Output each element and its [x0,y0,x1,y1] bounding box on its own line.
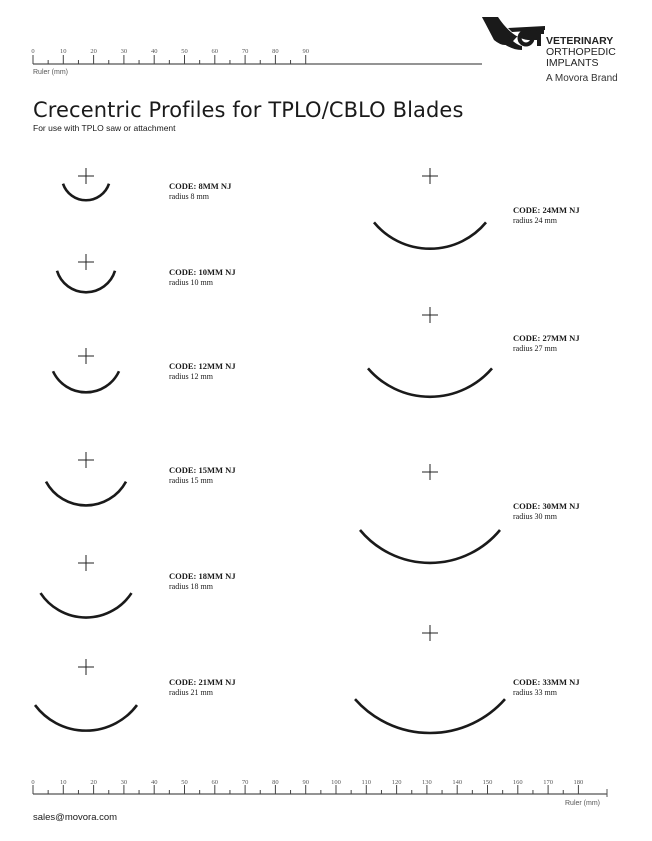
ruler-tick-label: 70 [242,48,249,55]
ruler-tick-label: 50 [181,48,188,55]
blade-arc [358,529,502,565]
profile-8mm [61,168,111,202]
ruler-tick-label: 40 [151,779,158,786]
ruler-tick-label: 180 [574,779,584,786]
ruler-tick-label: 90 [302,48,309,55]
blade-arc [61,183,111,202]
ruler-bottom-caption: Ruler (mm) [565,800,600,807]
contact-email[interactable]: sales@movora.com [33,812,118,823]
blade-arc [372,221,488,251]
ruler-tick-label: 140 [452,779,462,786]
ruler-tick-label: 80 [272,48,279,55]
ruler-tick-label: 0 [31,779,34,786]
ruler-tick-label: 100 [331,779,341,786]
ruler-tick-label: 20 [90,48,97,55]
profile-radius: radius 33 mm [513,688,557,697]
blade-arc [44,480,128,507]
profile-radius: radius 27 mm [513,344,557,353]
profile-15mm [44,452,128,507]
ruler-tick-label: 110 [362,779,372,786]
profile-radius: radius 18 mm [169,582,213,591]
page-title: Crecentric Profiles for TPLO/CBLO Blades [33,98,464,122]
blade-arc [33,704,139,732]
profile-code: CODE: 10MM NJ [169,267,236,277]
profile-radius: radius 10 mm [169,278,213,287]
ruler-tick-label: 10 [60,48,67,55]
ruler-tick-label: 50 [181,779,188,786]
ruler-top-caption: Ruler (mm) [33,69,68,76]
ruler-top: 0 10 20 30 40 50 60 70 80 90 [31,48,482,65]
ruler-tick-label: 10 [60,779,67,786]
blade-arc [39,592,133,619]
blade-arc [367,367,493,399]
ruler-tick-label: 30 [121,779,128,786]
blade-arc [51,370,121,394]
profile-21mm [33,659,139,732]
ruler-tick-label: 170 [543,779,553,786]
profile-27mm [367,307,493,399]
profile-code: CODE: 21MM NJ [169,677,236,687]
blade-arc [55,270,117,294]
blade-arc [354,698,506,735]
ruler-tick-label: 150 [483,779,493,786]
ruler-tick-label: 160 [513,779,523,786]
profile-radius: radius 8 mm [169,192,209,201]
brand-block: VETERINARY ORTHOPEDIC IMPLANTS A Movora … [546,35,618,85]
profile-12mm [51,348,121,394]
profile-code: CODE: 18MM NJ [169,571,236,581]
ruler-bottom: 0 10 20 30 40 50 60 70 80 90 100 110 120 130 140 150 160… [31,779,608,797]
profile-code: CODE: 33MM NJ [513,677,580,687]
ruler-tick-label: 30 [121,48,128,55]
profile-radius: radius 15 mm [169,476,213,485]
ruler-tick-label: 60 [212,779,219,786]
ruler-tick-label: 40 [151,48,158,55]
ruler-tick-label: 80 [272,779,279,786]
profile-code: CODE: 15MM NJ [169,465,236,475]
profile-18mm [39,555,133,619]
profile-code: CODE: 30MM NJ [513,501,580,511]
profile-radius: radius 24 mm [513,216,557,225]
ruler-tick-label: 130 [422,779,432,786]
ruler-tick-label: 60 [212,48,219,55]
ruler-tick-label: 120 [392,779,402,786]
ruler-tick-label: 70 [242,779,249,786]
profile-code: CODE: 24MM NJ [513,205,580,215]
ruler-tick-label: 20 [90,779,97,786]
profile-radius: radius 12 mm [169,372,213,381]
page-subtitle: For use with TPLO saw or attachment [33,123,176,133]
profile-code: CODE: 12MM NJ [169,361,236,371]
brand-tagline: A Movora Brand [546,73,618,84]
profile-10mm [55,254,117,294]
profile-code: CODE: 27MM NJ [513,333,580,343]
profile-24mm [372,168,488,251]
profile-code: CODE: 8MM NJ [169,181,232,191]
profile-radius: radius 30 mm [513,512,557,521]
profile-33mm [354,625,506,735]
profile-30mm [358,464,502,565]
brand-line-3: IMPLANTS [546,57,599,69]
ruler-tick-label: 0 [31,48,34,55]
brand-line-2: ORTHOPEDIC [546,46,616,58]
voi-logo-icon [482,17,545,50]
brand-line-1: VETERINARY [546,35,614,47]
ruler-tick-label: 90 [302,779,309,786]
profile-radius: radius 21 mm [169,688,213,697]
